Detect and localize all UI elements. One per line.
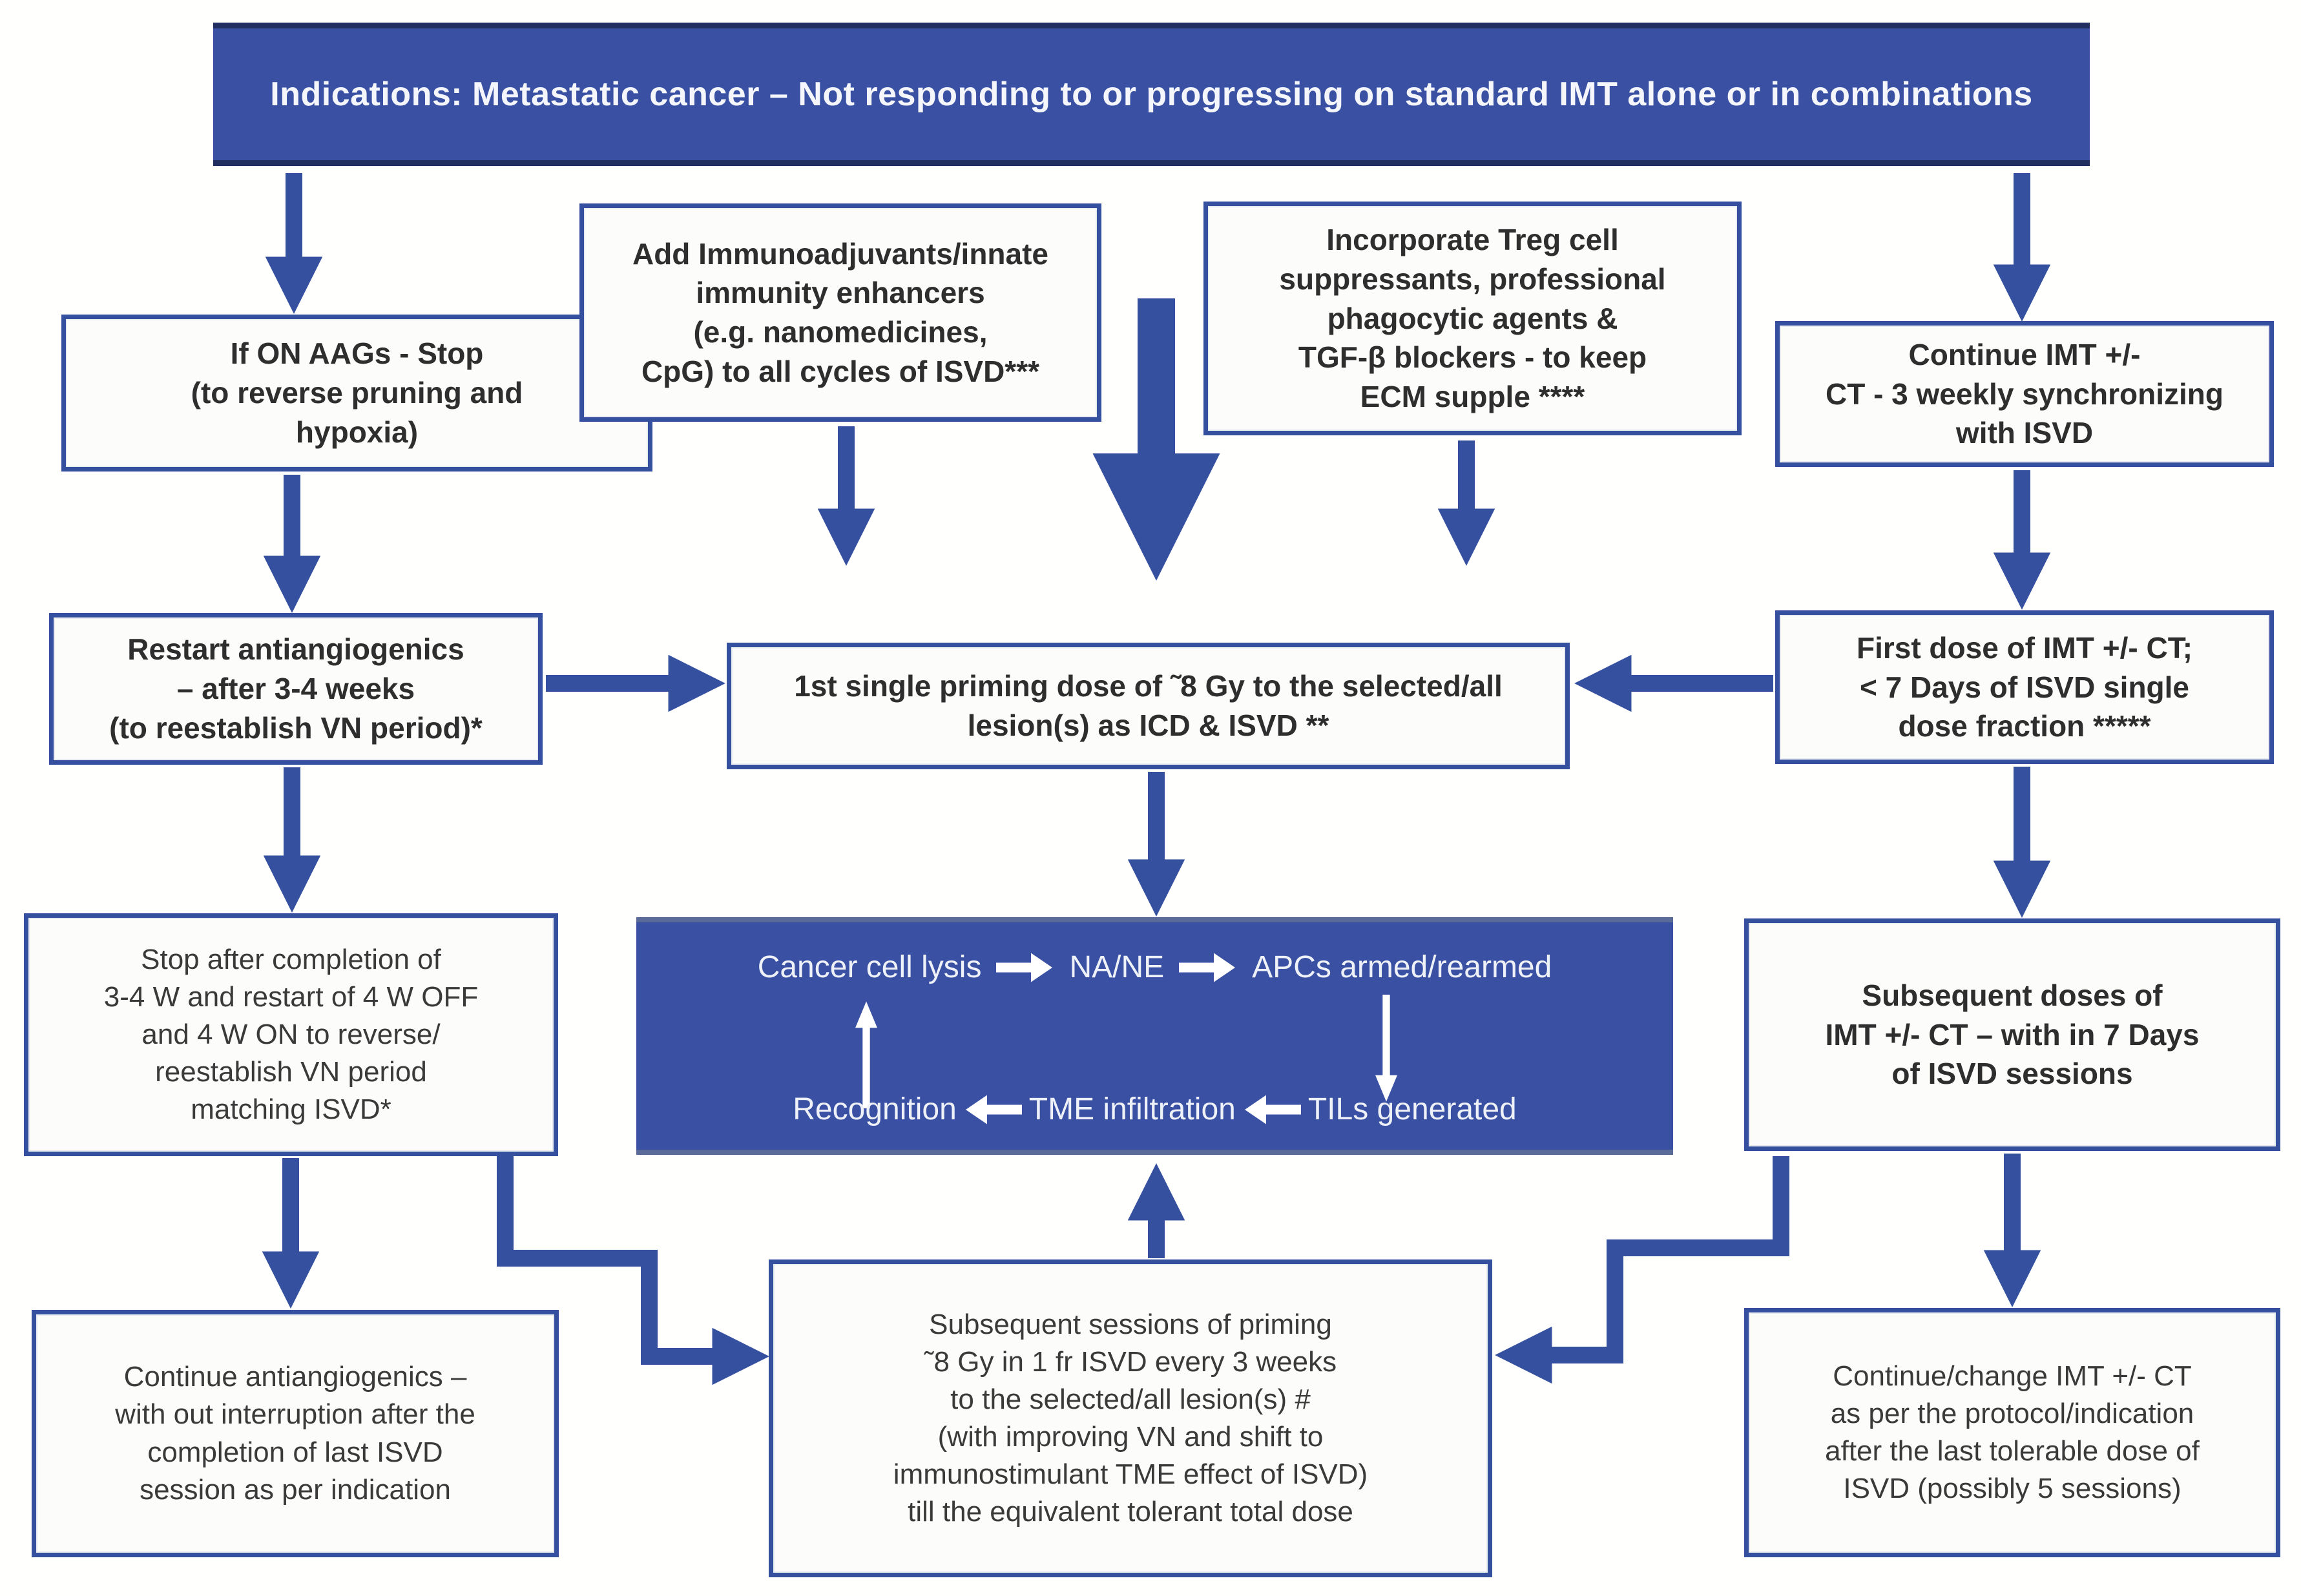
arrow-down-icon xyxy=(1375,995,1397,1102)
cycle-tils-generated: TILs generated xyxy=(1307,1092,1517,1126)
box-continue-change-imt-text: Continue/change IMT +/- CT as per the pr… xyxy=(1825,1360,2200,1505)
box-priming-dose-text: 1st single priming dose of ˜8 Gy to the … xyxy=(794,669,1503,742)
box-stop-after-completion: Stop after completion of 3-4 W and resta… xyxy=(24,913,558,1156)
box-stop-after-completion-text: Stop after completion of 3-4 W and resta… xyxy=(103,943,479,1126)
box-aags-stop-text: If ON AAGs - Stop (to reverse pruning an… xyxy=(191,337,523,449)
elbow-subsequentdoses-to-sessions xyxy=(1495,1156,1789,1384)
box-subsequent-doses-text: Subsequent doses of IMT +/- CT – with in… xyxy=(1825,978,2200,1091)
box-continue-imt: Continue IMT +/- CT - 3 weekly synchroni… xyxy=(1775,321,2274,467)
cycle-recognition: Recognition xyxy=(793,1092,957,1126)
box-aags-stop: If ON AAGs - Stop (to reverse pruning an… xyxy=(61,315,652,472)
box-restart-antiangiogenics-text: Restart antiangiogenics – after 3-4 week… xyxy=(109,632,483,745)
box-treg-suppressants: Incorporate Treg cell suppressants, prof… xyxy=(1203,202,1742,435)
box-continue-imt-text: Continue IMT +/- CT - 3 weekly synchroni… xyxy=(1825,337,2224,450)
box-continue-change-imt: Continue/change IMT +/- CT as per the pr… xyxy=(1744,1308,2280,1557)
box-subsequent-doses: Subsequent doses of IMT +/- CT – with in… xyxy=(1744,918,2280,1151)
arrow-up-icon xyxy=(855,1001,877,1108)
box-restart-antiangiogenics: Restart antiangiogenics – after 3-4 week… xyxy=(49,613,543,765)
box-immunoadjuvants-text: Add Immunoadjuvants/innate immunity enha… xyxy=(632,236,1049,388)
box-subsequent-sessions-text: Subsequent sessions of priming ˜8 Gy in … xyxy=(893,1308,1368,1528)
arrow-left-icon xyxy=(965,1095,1022,1124)
arrow-right-icon xyxy=(1179,953,1236,982)
cycle-cancer-cell-lysis: Cancer cell lysis xyxy=(757,950,982,984)
arrow-left-icon xyxy=(1244,1095,1301,1124)
box-treg-suppressants-text: Incorporate Treg cell suppressants, prof… xyxy=(1279,223,1666,414)
cycle-tme-infiltration: TME infiltration xyxy=(1028,1092,1236,1126)
immune-cycle-box: Cancer cell lysis NA/NE APCs armed/rearm… xyxy=(636,917,1673,1155)
cycle-na-ne: NA/NE xyxy=(1069,950,1165,984)
arrow-right-icon xyxy=(996,953,1053,982)
box-priming-dose: 1st single priming dose of ˜8 Gy to the … xyxy=(727,643,1570,769)
cycle-top-row: Cancer cell lysis NA/NE APCs armed/rearm… xyxy=(636,949,1673,985)
box-first-dose-imt: First dose of IMT +/- CT; < 7 Days of IS… xyxy=(1775,610,2274,764)
box-continue-antiangiogenics-text: Continue antiangiogenics – with out inte… xyxy=(115,1361,475,1506)
box-immunoadjuvants: Add Immunoadjuvants/innate immunity enha… xyxy=(579,203,1101,422)
banner-indications: Indications: Metastatic cancer – Not res… xyxy=(213,23,2090,166)
banner-text: Indications: Metastatic cancer – Not res… xyxy=(270,76,2033,113)
cycle-bottom-row: Recognition TME infiltration TILs genera… xyxy=(636,1092,1673,1127)
box-first-dose-imt-text: First dose of IMT +/- CT; < 7 Days of IS… xyxy=(1856,630,2193,743)
box-continue-antiangiogenics: Continue antiangiogenics – with out inte… xyxy=(32,1310,559,1557)
box-subsequent-sessions: Subsequent sessions of priming ˜8 Gy in … xyxy=(769,1259,1492,1577)
cycle-apcs-armed: APCs armed/rearmed xyxy=(1252,950,1552,984)
